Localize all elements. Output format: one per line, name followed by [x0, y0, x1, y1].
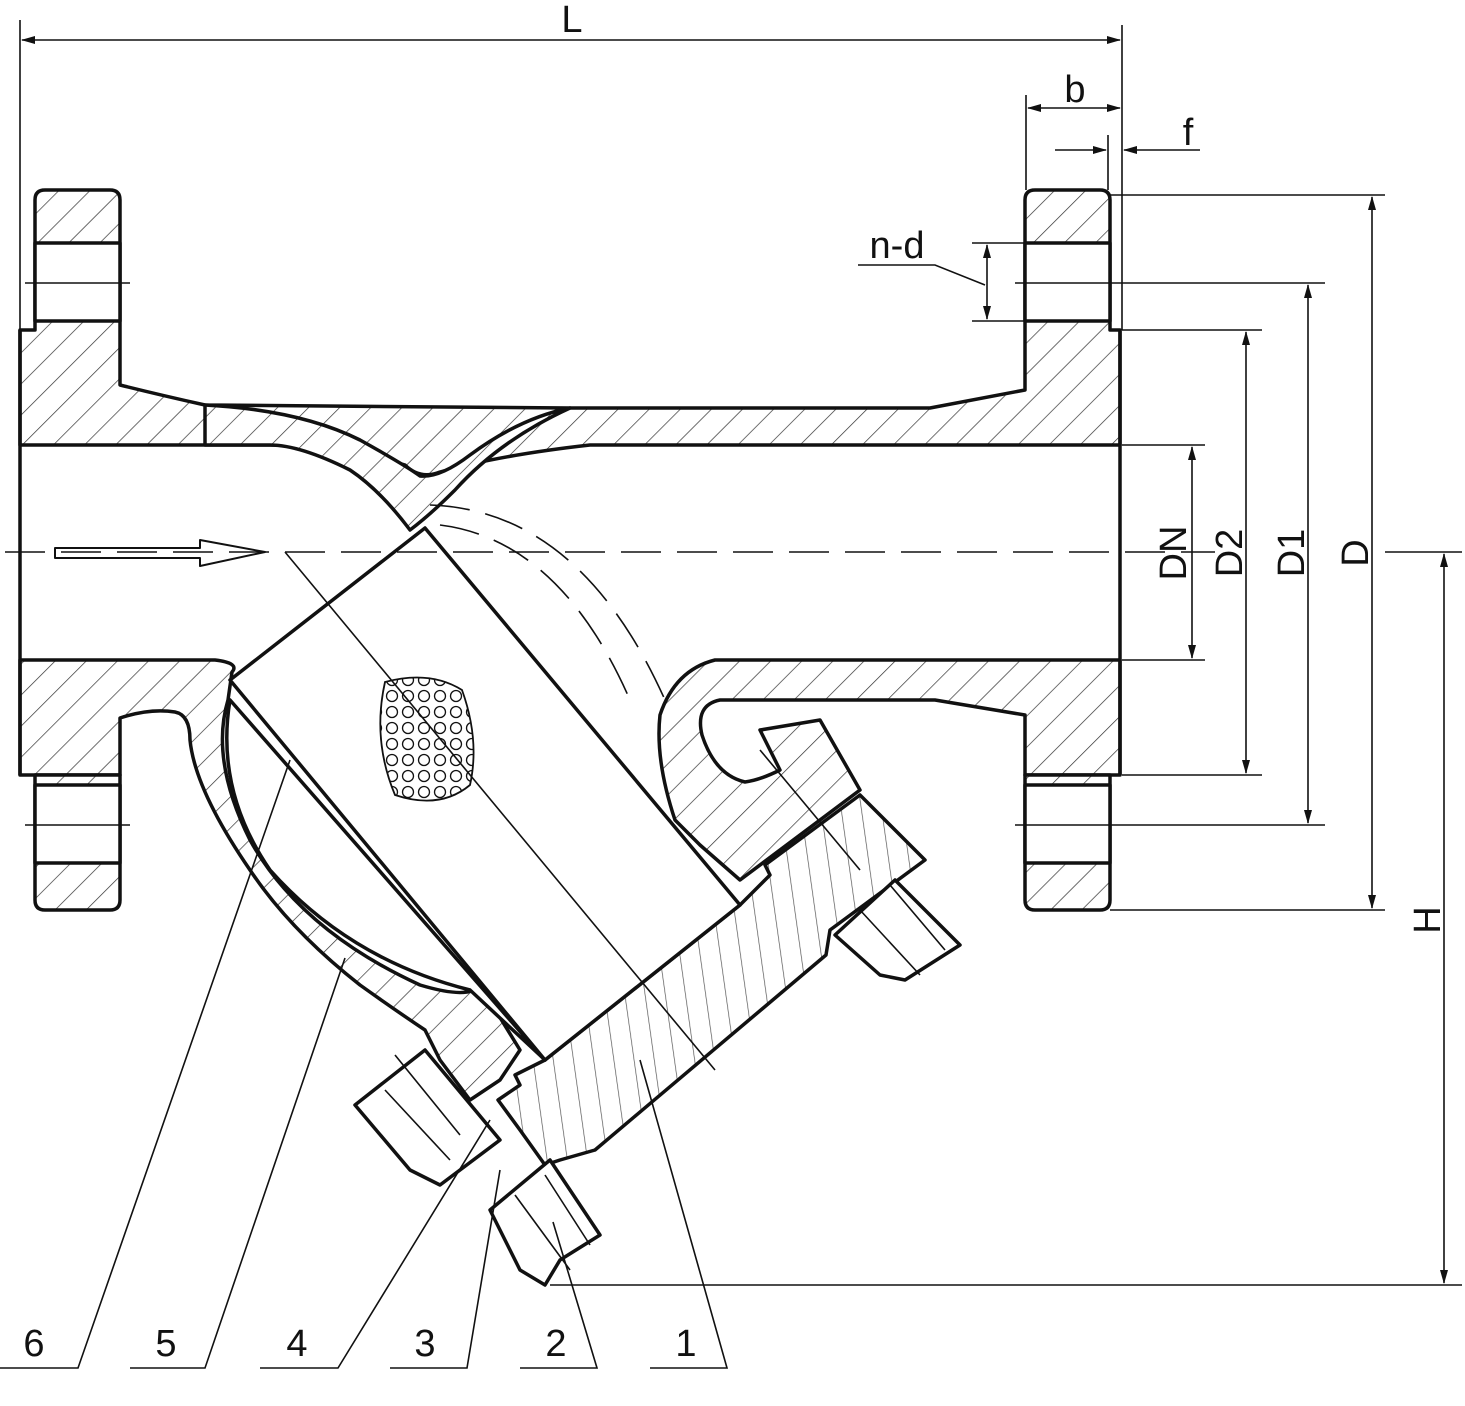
dimension-lines [19, 20, 1462, 1286]
dim-label-f: f [1183, 112, 1194, 154]
cap-bolt-left [353, 1048, 502, 1187]
body-upper-wall [18, 188, 1122, 477]
part-label-3: 3 [414, 1323, 435, 1365]
bolt-axis [759, 749, 861, 871]
mesh-detail [379, 676, 475, 802]
dim-label-n-d: n-d [870, 225, 925, 267]
dim-label-D1: D1 [1271, 529, 1313, 578]
strainer-cap [496, 793, 927, 1167]
part-label-5: 5 [155, 1323, 176, 1365]
flange-bolt-hole [1023, 783, 1112, 865]
flow-direction-arrow-icon [54, 539, 266, 567]
hidden-line [439, 524, 631, 701]
cap-bolt-right [833, 878, 962, 982]
strainer-screen-shell [225, 698, 547, 1062]
drain-plug [488, 1158, 602, 1287]
part-label-4: 4 [286, 1323, 307, 1365]
flange-bolt-hole [33, 783, 122, 865]
body-lower-wall-right [657, 658, 1122, 882]
bolt-axis [394, 1054, 461, 1136]
strainer-seat [203, 403, 572, 532]
part-label-2: 2 [545, 1323, 566, 1365]
flange-bolt-hole [33, 241, 122, 323]
flange-bolt-hole [1023, 241, 1112, 323]
dim-label-H: H [1407, 906, 1449, 933]
hidden-line [429, 504, 666, 701]
body-lower-wall-left [18, 658, 522, 1102]
dim-label-b: b [1064, 69, 1085, 111]
part-label-6: 6 [23, 1323, 44, 1365]
dim-label-D2: D2 [1209, 529, 1251, 578]
dim-label-D: D [1335, 539, 1377, 566]
screen-axis [284, 551, 716, 1071]
part-leaders [0, 759, 729, 1369]
dim-label-L: L [561, 0, 582, 41]
part-label-1: 1 [675, 1323, 696, 1365]
dim-label-DN: DN [1153, 526, 1195, 581]
